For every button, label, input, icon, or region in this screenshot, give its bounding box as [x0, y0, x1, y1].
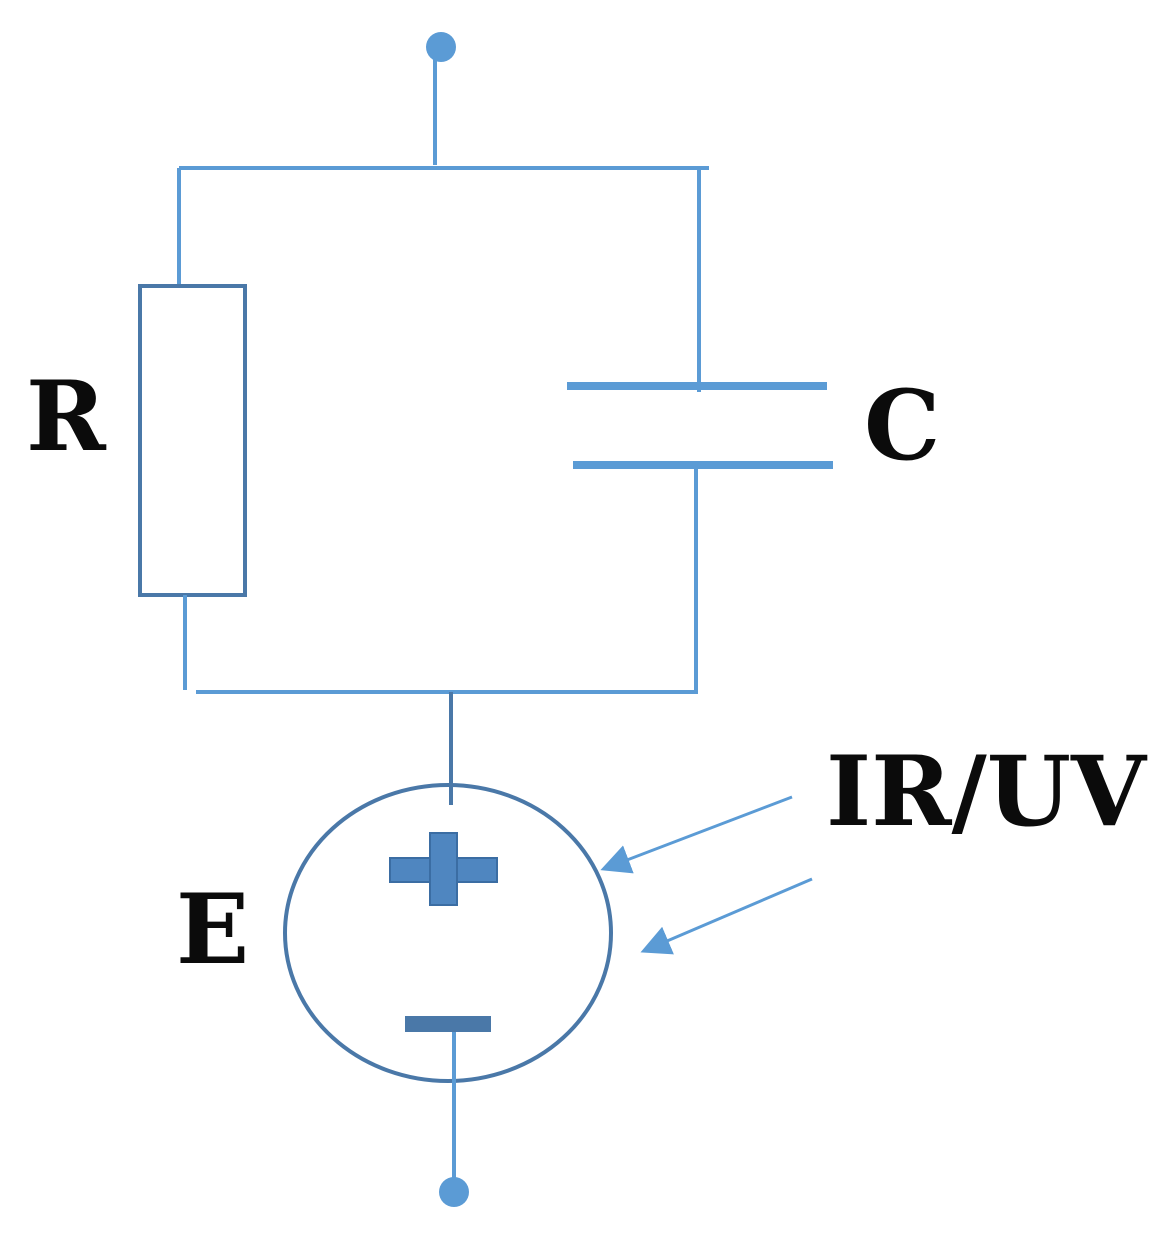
top-terminal-dot [426, 32, 456, 62]
bottom-terminal-dot [439, 1177, 469, 1207]
radiation-label: IR/UV [826, 735, 1148, 848]
plus-sign-icon [389, 832, 498, 906]
capacitor-label: C [864, 369, 940, 482]
resistor-body [138, 284, 247, 597]
radiation-arrow-icon [600, 795, 793, 874]
minus-sign-icon [405, 1016, 491, 1032]
source-circle [283, 783, 613, 1083]
source-label: E [176, 873, 249, 986]
resistor-label: R [26, 360, 107, 473]
radiation-arrow-icon [640, 877, 813, 955]
